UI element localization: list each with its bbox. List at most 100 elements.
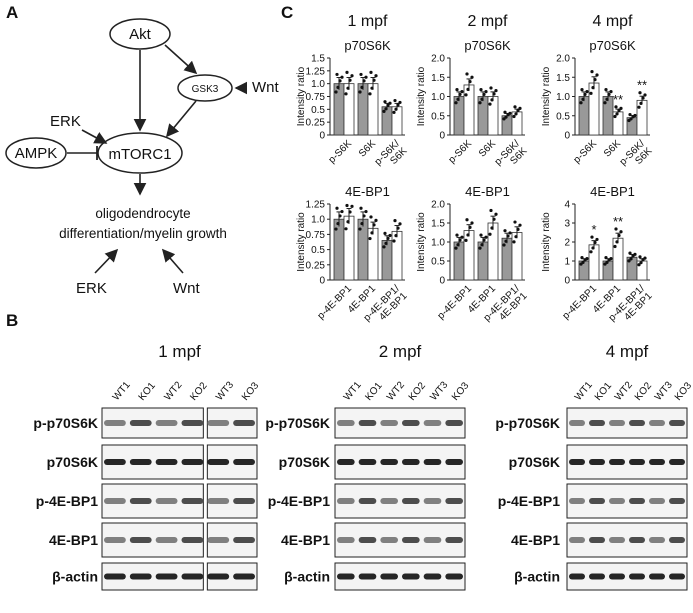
blot-band — [155, 573, 178, 580]
blot-box — [566, 483, 688, 519]
blot-band — [337, 537, 355, 543]
data-point — [470, 221, 474, 225]
chart-age-title: 4 mpf — [592, 13, 633, 30]
data-point — [488, 232, 492, 236]
blot-band — [181, 420, 204, 426]
chart-protein-title: p70S6K — [589, 38, 636, 53]
significance-marker: ** — [613, 214, 623, 229]
data-point — [614, 227, 618, 231]
blot-band — [207, 573, 230, 580]
data-point — [595, 237, 599, 242]
bar-charts: 1 mpfp70S6K00.250.50.751.01.251.5Intensi… — [296, 13, 655, 324]
data-point — [609, 90, 613, 94]
data-point — [386, 236, 390, 240]
data-point — [512, 240, 516, 244]
blot-box — [566, 562, 688, 591]
data-point — [615, 112, 619, 116]
data-point — [384, 107, 388, 111]
blot-band — [233, 573, 255, 580]
chart-age-title: 1 mpf — [347, 13, 388, 30]
data-point — [455, 233, 459, 237]
data-point — [513, 105, 517, 109]
y-tick-label: 0 — [439, 276, 445, 287]
data-point — [638, 255, 642, 259]
category-label: p-S6K/S6K — [618, 138, 655, 175]
data-point — [516, 227, 520, 231]
data-point — [484, 235, 488, 239]
blot-band — [569, 537, 585, 543]
data-point — [470, 75, 474, 79]
y-axis-label: Intensity ratio — [296, 212, 307, 272]
data-point — [482, 92, 486, 97]
blot-box — [334, 522, 466, 558]
akt-label: Akt — [129, 26, 152, 43]
y-tick-label: 0 — [564, 276, 570, 287]
blot-band — [233, 537, 255, 543]
blot-box — [566, 522, 688, 558]
blot-band — [649, 420, 665, 426]
data-point — [458, 92, 462, 97]
data-point — [518, 106, 522, 110]
data-point — [581, 260, 585, 264]
blot-row-label: β-actin — [514, 569, 560, 585]
blot-box — [334, 483, 466, 519]
erk-bottom-arrow — [94, 248, 119, 274]
data-point — [580, 87, 584, 92]
blot-band — [104, 573, 126, 580]
blot-row-label: p-p70S6K — [495, 415, 560, 431]
bar-ko — [343, 83, 355, 136]
data-point — [374, 218, 378, 222]
blot-band — [155, 420, 178, 426]
data-point — [502, 243, 506, 247]
data-point — [593, 240, 597, 245]
blot-band — [669, 537, 685, 543]
data-point — [514, 112, 518, 116]
blot-band — [669, 459, 685, 465]
lane-label: WT1 — [111, 379, 133, 403]
lane-label: WT2 — [613, 379, 635, 403]
data-point — [358, 227, 362, 231]
bar-ko — [487, 222, 499, 281]
gsk3-node — [177, 74, 233, 102]
data-point — [464, 238, 468, 242]
y-tick-label: 1.0 — [311, 215, 325, 226]
blot-band — [423, 459, 442, 465]
lane-label: KO3 — [240, 380, 262, 403]
lane-label: KO2 — [633, 380, 655, 403]
y-axis-label: Intensity ratio — [416, 212, 427, 272]
mtorc1-label: mTORC1 — [108, 146, 171, 163]
y-tick-label: 1.0 — [311, 79, 325, 90]
blot-row-label: p-4E-BP1 — [36, 493, 98, 509]
y-tick-label: 0.5 — [431, 257, 445, 268]
data-point — [346, 86, 350, 90]
blot-band — [669, 573, 685, 580]
blot-band — [380, 573, 398, 580]
blot-band — [629, 537, 645, 543]
data-point — [348, 78, 352, 82]
chart-protein-title: p70S6K — [464, 38, 511, 53]
gsk3-to-mtorc1-arrow — [165, 100, 197, 138]
lane-label: KO3 — [450, 380, 472, 403]
y-tick-label: 0.5 — [311, 245, 325, 256]
outcome-line-2: differentiation/myelin growth — [59, 226, 227, 241]
panel-label-c: C — [281, 3, 293, 22]
y-axis-label: Intensity ratio — [296, 66, 307, 126]
data-point — [383, 100, 387, 104]
y-tick-label: 0.25 — [306, 118, 326, 129]
data-point — [334, 90, 338, 94]
y-axis-label: Intensity ratio — [541, 212, 552, 272]
pathway-diagram: A Akt GSK3 Wnt ERK AMPK mTORC1 oligodend… — [5, 3, 280, 297]
blot-band — [629, 573, 645, 580]
data-point — [362, 79, 366, 83]
blot-row-label: p-p70S6K — [265, 415, 330, 431]
y-tick-label: 0 — [319, 276, 325, 287]
blot-band — [402, 459, 420, 465]
data-point — [638, 91, 642, 95]
blot-band — [380, 420, 398, 426]
data-point — [398, 100, 402, 105]
